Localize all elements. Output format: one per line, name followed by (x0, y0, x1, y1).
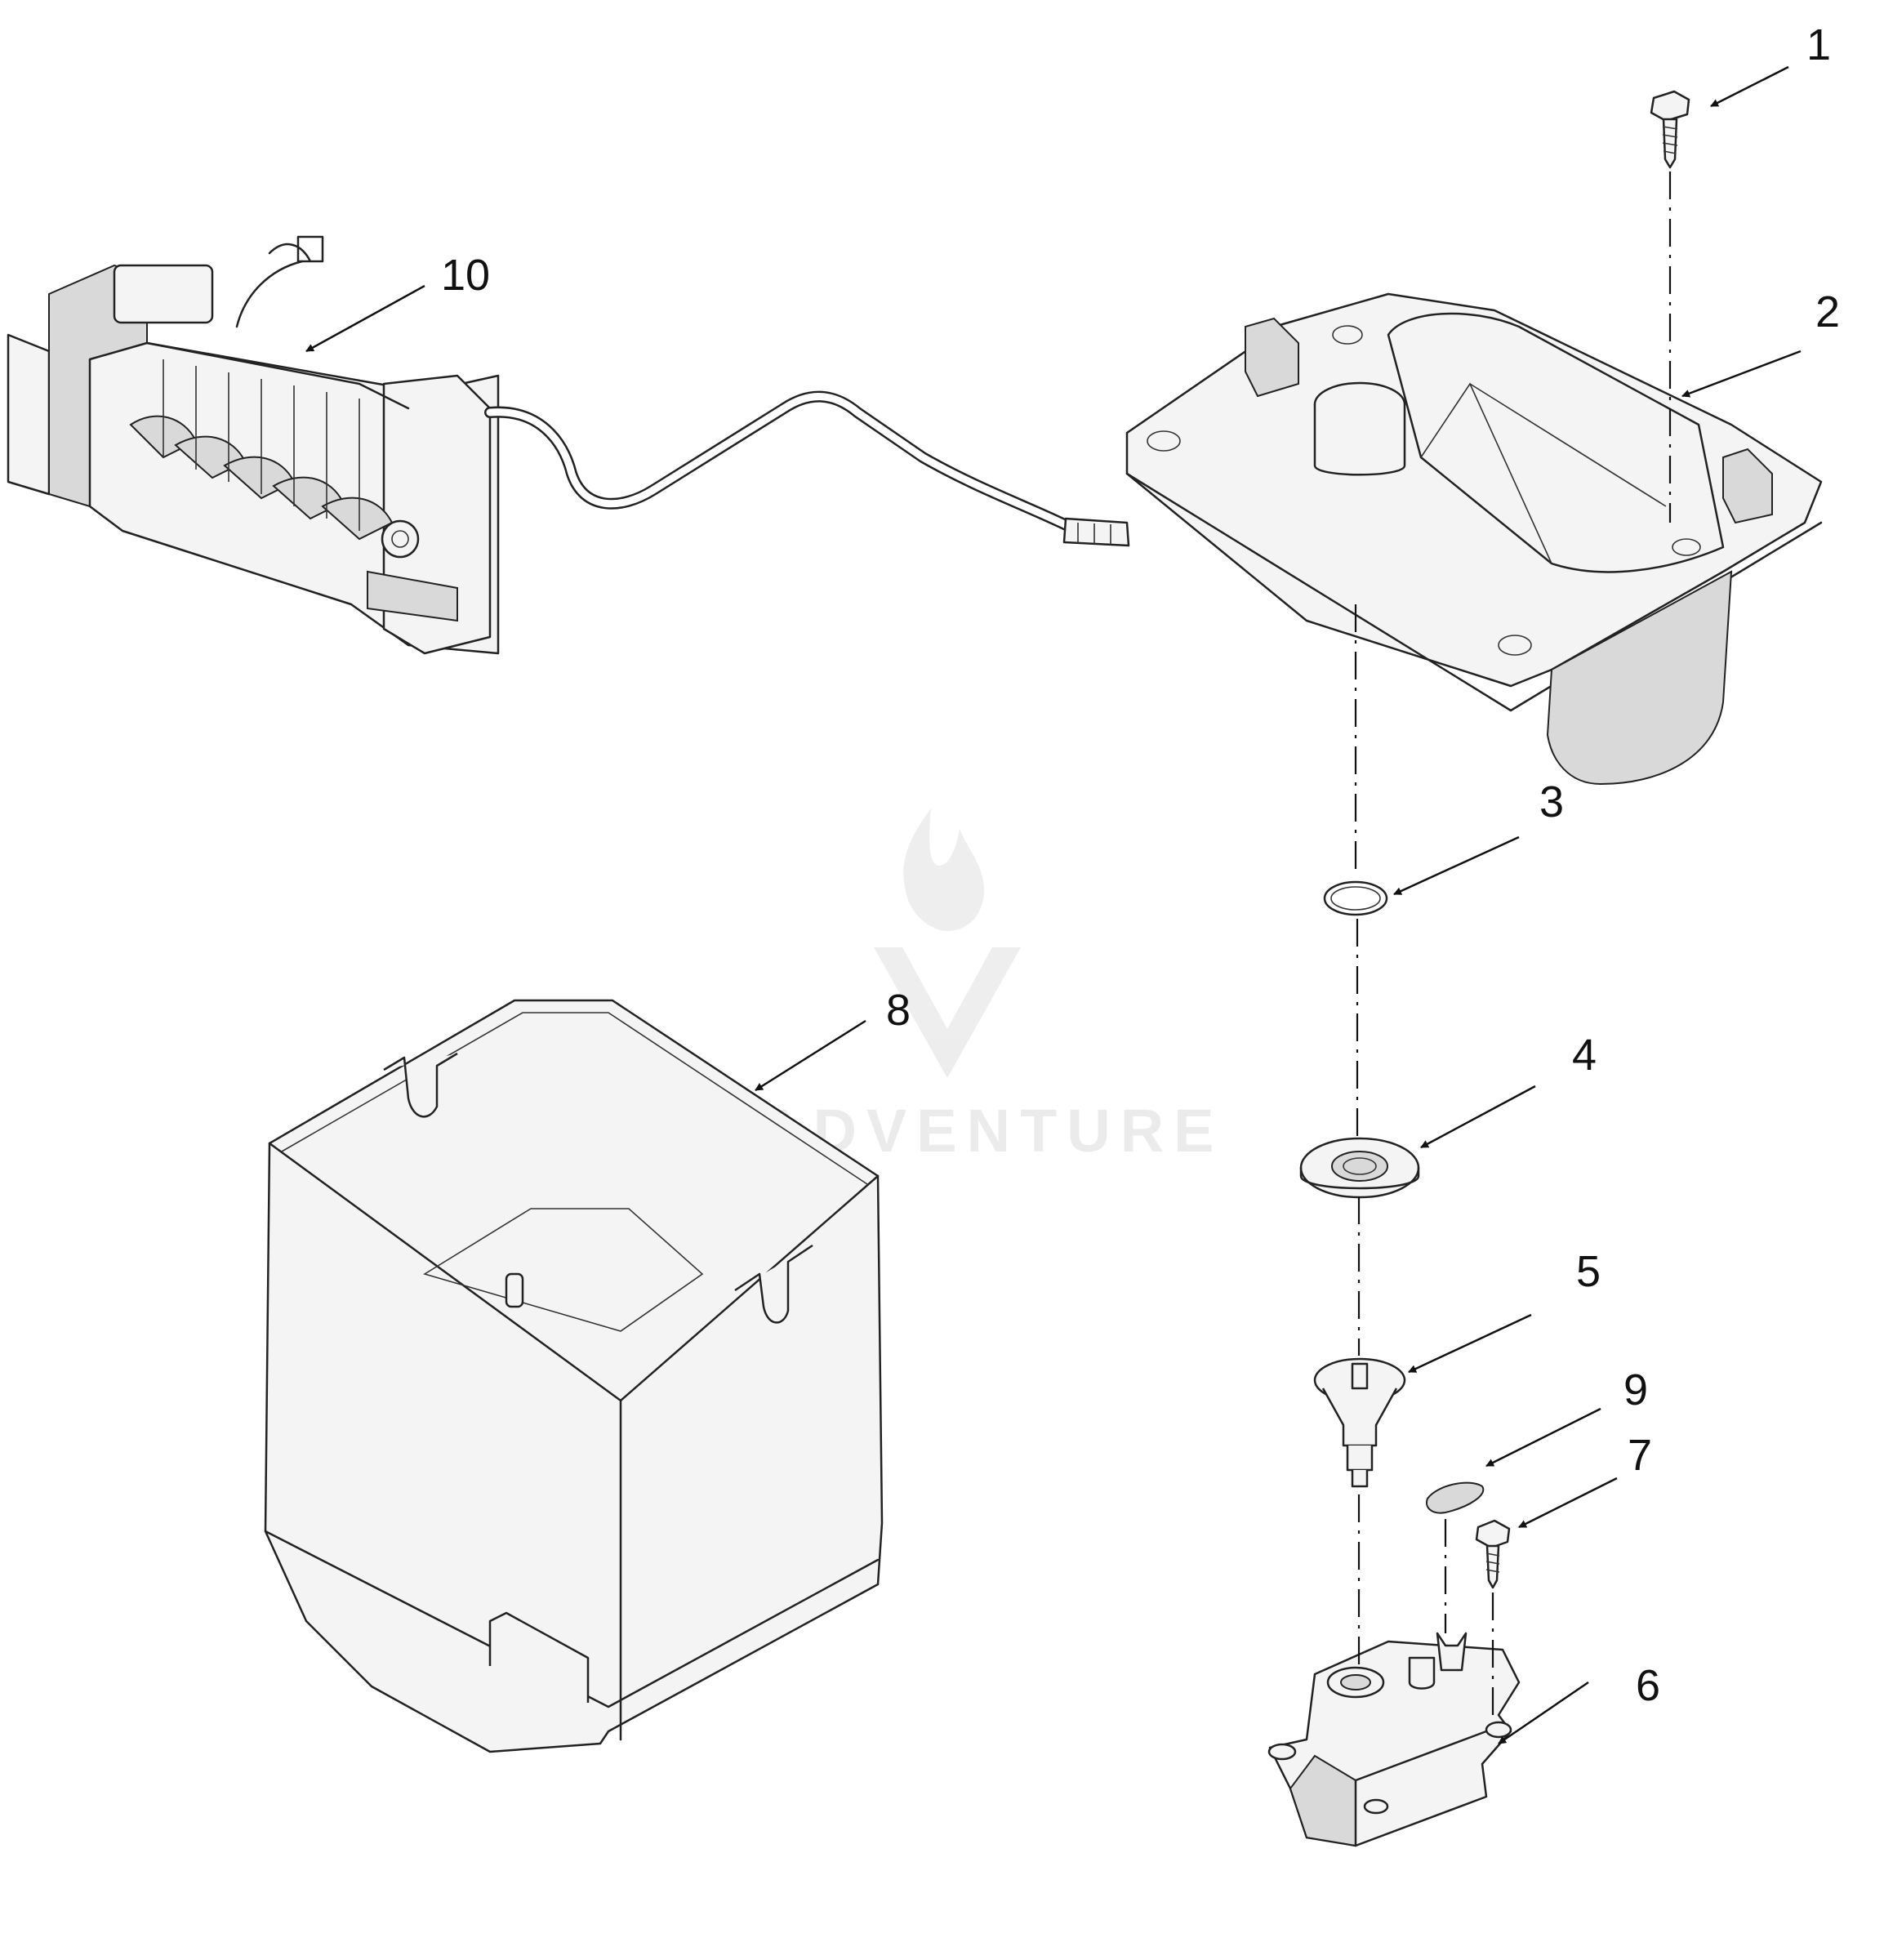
ice-maker-fins (163, 359, 360, 531)
callout-8: 8 (886, 986, 911, 1035)
callout-9: 9 (1623, 1365, 1648, 1414)
leader-8 (755, 1019, 866, 1092)
part-6-auger-motor (1267, 1632, 1521, 1847)
callout-10: 10 (441, 251, 490, 300)
callout-7: 7 (1628, 1431, 1652, 1480)
callout-6: 6 (1636, 1661, 1660, 1710)
callout-5: 5 (1576, 1247, 1601, 1296)
callout-4: 4 (1572, 1031, 1597, 1080)
callout-1: 1 (1806, 20, 1831, 69)
leader-2 (1681, 350, 1802, 398)
leader-10 (305, 284, 425, 353)
leader-5 (1408, 1313, 1532, 1374)
part-10-ice-maker (7, 235, 500, 655)
leader-9 (1485, 1407, 1601, 1468)
callout-2: 2 (1815, 287, 1840, 336)
part-8-ice-bucket (264, 999, 884, 1753)
assembly-centerlines (1354, 172, 1672, 1723)
callout-3: 3 (1539, 777, 1564, 826)
part-4-bearing (1299, 1137, 1420, 1199)
part-7-screw (1475, 1519, 1511, 1589)
watermark-flame-logo (874, 808, 1021, 1078)
leader-4 (1420, 1085, 1536, 1149)
leader-1 (1710, 65, 1789, 108)
leader-3 (1393, 835, 1520, 896)
part-5-coupler (1313, 1357, 1406, 1488)
leader-6 (1498, 1681, 1589, 1745)
part-9-key (1426, 1481, 1485, 1514)
callout-labels: 1 2 3 4 5 6 7 8 9 10 (441, 20, 1840, 1710)
part-2-auger-housing (1125, 292, 1823, 786)
leader-arrows (305, 65, 1802, 1745)
ice-maker-wire-harness (484, 390, 1130, 547)
part-3-o-ring (1323, 880, 1388, 916)
leader-7 (1518, 1477, 1618, 1529)
part-1-screw (1650, 90, 1690, 169)
